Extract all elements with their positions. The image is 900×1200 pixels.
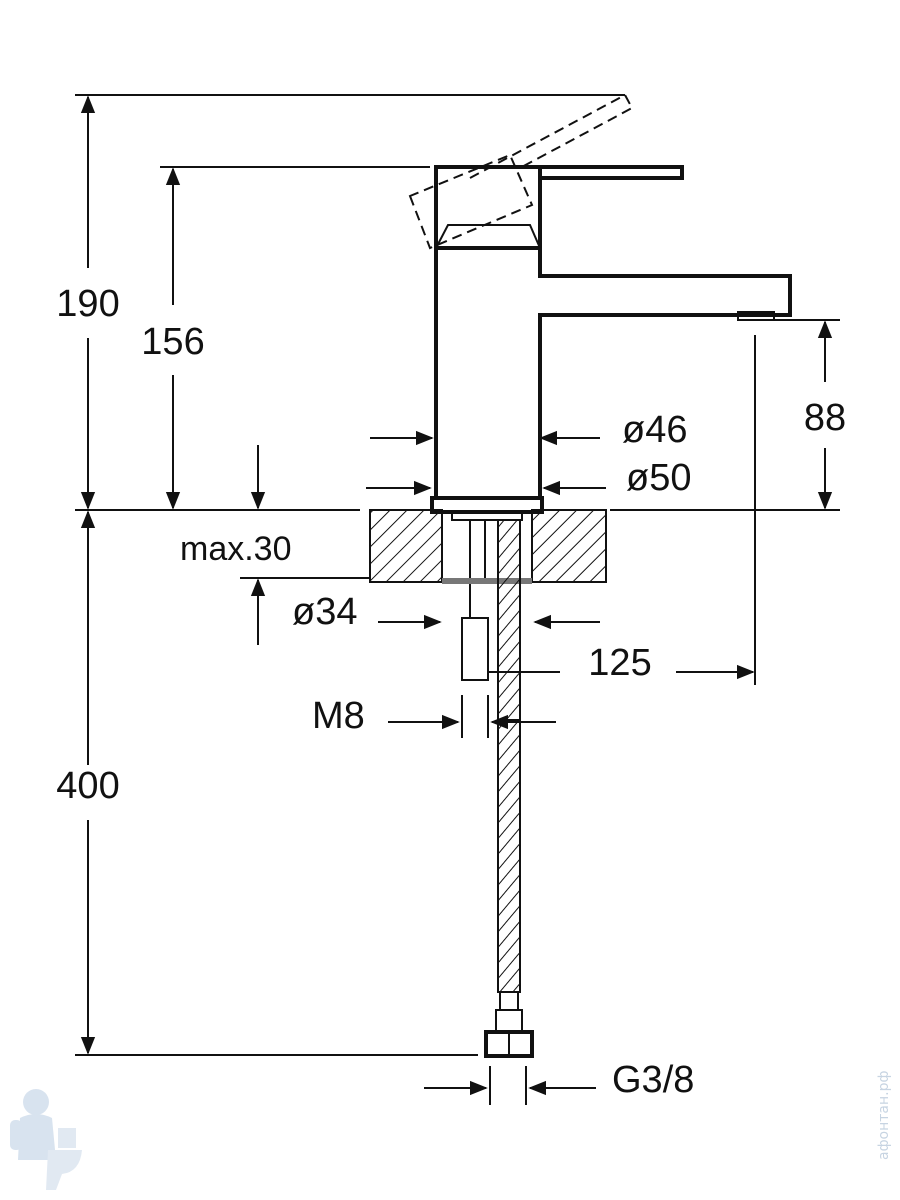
- dim-d34-label: ø34: [292, 591, 357, 633]
- dimension-d46: ø46: [370, 409, 687, 451]
- plumber-mascot-icon: [10, 1089, 82, 1190]
- dim-125-label: 125: [588, 642, 651, 684]
- faucet-body: [430, 165, 792, 514]
- lever-open-position: [408, 93, 634, 250]
- dim-max30-label: max.30: [180, 530, 292, 568]
- supply-hose: [484, 519, 534, 1058]
- dimension-max-30: max.30: [180, 445, 292, 645]
- dim-m8-label: M8: [312, 695, 365, 737]
- countertop-section: [369, 509, 607, 584]
- dimension-156: 156: [141, 167, 205, 510]
- dim-400-label: 400: [56, 765, 119, 807]
- dim-88-label: 88: [804, 397, 846, 439]
- dim-190-label: 190: [56, 283, 119, 325]
- extension-lines: [75, 94, 840, 1056]
- dimension-m8: M8: [312, 695, 556, 738]
- dimension-400: 400: [56, 510, 120, 1055]
- dim-d46-label: ø46: [622, 409, 687, 451]
- dimension-190: 190: [56, 95, 120, 510]
- watermark-text: афонтан.рф: [876, 1071, 892, 1160]
- dimension-125: 125: [488, 642, 755, 684]
- dim-d50-label: ø50: [626, 457, 691, 499]
- dimension-g38: G3/8: [424, 1059, 694, 1105]
- dimension-d34: ø34: [292, 591, 600, 633]
- dimension-d50: ø50: [366, 457, 691, 499]
- dim-156-label: 156: [141, 321, 204, 363]
- mounting-stud: [451, 511, 523, 681]
- dimension-88: 88: [804, 320, 846, 510]
- dim-g38-label: G3/8: [612, 1059, 694, 1101]
